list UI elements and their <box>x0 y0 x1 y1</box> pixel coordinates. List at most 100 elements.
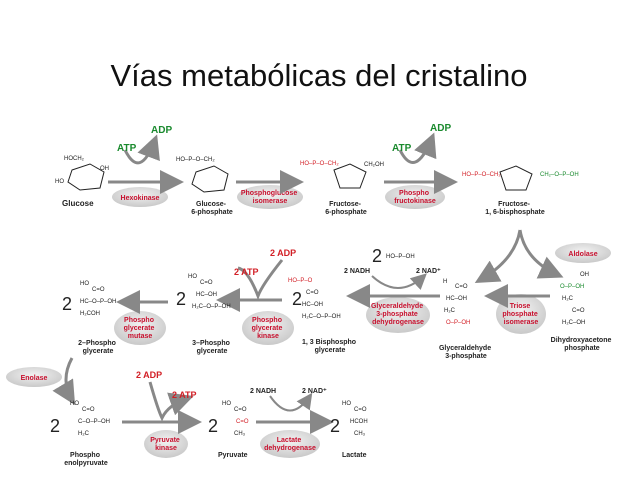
pg2-label: 2–Phospho glycerate <box>78 340 118 355</box>
fructose-bisphosphate-label: Fructose- 1, 6-bisphosphate <box>485 201 545 216</box>
adp-atp-arrow-row3 <box>148 381 194 422</box>
svg-text:Phospho fructokinase: Phospho fructokinase <box>394 190 436 205</box>
bpg-label: 1, 3 Bisphospho glycerate <box>302 339 358 354</box>
svg-text:HC–O–P–OH: HC–O–P–OH <box>80 299 116 305</box>
svg-text:H₂COH: H₂COH <box>80 311 100 317</box>
adp-label-1: ADP <box>151 125 172 136</box>
nadh-nad-arrow-row3 <box>269 392 313 412</box>
aldolase-split-arrow-left <box>474 229 522 283</box>
svg-text:H₂C–O–P–OH: H₂C–O–P–OH <box>192 304 231 310</box>
svg-text:H₂C–O–P–OH: H₂C–O–P–OH <box>302 314 341 320</box>
svg-text:O–P–OH: O–P–OH <box>560 284 584 290</box>
two-atp-label-row2: 2 ATP <box>234 267 259 277</box>
nadh-label-row2: 2 NADH <box>344 268 370 275</box>
svg-text:H₂C: H₂C <box>444 308 456 314</box>
glucose-structure: HOCH₂ HO OH <box>55 156 109 191</box>
svg-text:HO: HO <box>80 281 89 287</box>
pgm-enzyme: Phospho glycerate mutase <box>114 311 166 345</box>
pg3-structure: HOC=O HC–OH H₂C–O–P–OH <box>188 274 231 310</box>
coefficient-pyruvate: 2 <box>208 416 218 436</box>
svg-text:HC–OH: HC–OH <box>446 296 467 302</box>
svg-text:HO: HO <box>70 401 79 407</box>
svg-text:C=O: C=O <box>92 287 105 293</box>
svg-text:C=O: C=O <box>236 419 249 425</box>
two-atp-label-row3: 2 ATP <box>172 390 197 400</box>
svg-text:HO–P–O: HO–P–O <box>288 278 313 284</box>
adp-atp-arrow-row2 <box>237 259 284 301</box>
svg-text:Phosphoglucose isomerase: Phosphoglucose isomerase <box>241 190 299 205</box>
hexokinase-enzyme: Hexokinase <box>112 187 168 207</box>
adp-label-2: ADP <box>430 123 451 134</box>
fructose-6-phosphate-structure: HO–P–O–CH₂ CH₂OH <box>300 161 384 189</box>
slide-title: Vías metabólicas del cristalino <box>110 58 528 93</box>
two-adp-label-row3: 2 ADP <box>136 370 162 380</box>
coefficient-pg3: 2 <box>176 289 186 309</box>
aldolase-split-arrow-right <box>518 229 564 279</box>
svg-text:C=O: C=O <box>306 290 319 296</box>
svg-text:C=O: C=O <box>234 407 247 413</box>
dhap-label: Dihydroxyacetone phosphate <box>551 337 614 352</box>
svg-text:Aldolase: Aldolase <box>568 251 597 258</box>
svg-text:Pyruvate kinase: Pyruvate kinase <box>150 437 182 452</box>
gap-label: Glyceraldehyde 3-phosphate <box>439 345 493 360</box>
atp-label-2: ATP <box>392 143 412 154</box>
svg-text:Lactate dehydrogenase: Lactate dehydrogenase <box>264 437 316 452</box>
svg-text:H₂C: H₂C <box>562 296 574 302</box>
svg-text:H: H <box>443 279 447 285</box>
svg-text:C=O: C=O <box>455 284 468 290</box>
gap-structure: H C=O HC–OH H₂C O–P–OH <box>443 279 470 326</box>
hexokinase-label: Hexokinase <box>121 195 160 202</box>
glucose-6-phosphate-structure: HO–P–O–CH₂ <box>176 157 229 193</box>
nadh-label-row3: 2 NADH <box>250 388 276 395</box>
svg-text:Enolase: Enolase <box>21 375 48 382</box>
dhap-structure: OH O–P–OH H₂C C=O H₂C–OH <box>560 272 589 326</box>
enolase-arrow <box>52 357 76 406</box>
fructose-bisphosphate-structure: HO–P–O–CH₂ CH₂–O–P–OH <box>462 165 579 191</box>
coefficient-bpg: 2 <box>292 289 302 309</box>
pgk-enzyme: Phospho glycerate kinase <box>242 311 294 345</box>
svg-text:Phospho glycerate: Phospho glycerate mutase <box>124 317 157 340</box>
svg-text:C=O: C=O <box>82 407 95 413</box>
svg-text:HO: HO <box>222 401 231 407</box>
coefficient-pep: 2 <box>50 416 60 436</box>
triose-phosphate-isomerase-enzyme: Triose phosphate isomerase <box>496 294 546 334</box>
atp-to-adp-arrow-1 <box>123 134 160 165</box>
lactate-label: Lactate <box>342 452 367 459</box>
nad-label-row2: 2 NAD⁺ <box>416 268 441 275</box>
svg-text:HCOH: HCOH <box>350 419 368 425</box>
two-adp-label-row2: 2 ADP <box>270 248 296 258</box>
svg-text:C=O: C=O <box>572 308 585 314</box>
pep-structure: HOC=O C–O–P–OH H₂C <box>70 401 110 437</box>
coefficient-pg2: 2 <box>62 294 72 314</box>
atp-label-1: ATP <box>117 143 137 154</box>
svg-text:OH: OH <box>100 166 109 172</box>
svg-text:H₂C–OH: H₂C–OH <box>562 320 585 326</box>
svg-text:HC–OH: HC–OH <box>196 292 217 298</box>
svg-text:HO: HO <box>342 401 351 407</box>
svg-text:Triose phosphate i: Triose phosphate isomerase <box>502 303 539 326</box>
pyruvate-kinase-enzyme: Pyruvate kinase <box>144 430 188 458</box>
svg-text:HO–P–O–CH₂: HO–P–O–CH₂ <box>462 172 501 178</box>
nadh-nad-arrow-row2 <box>371 273 427 291</box>
pg2-structure: HOC=O HC–O–P–OH H₂COH <box>80 281 116 317</box>
svg-text:H₂C: H₂C <box>78 431 90 437</box>
lactate-structure: HOC=O HCOH CH₃ <box>342 401 368 437</box>
pyruvate-label: Pyruvate <box>218 452 248 459</box>
nad-label-row3: 2 NAD⁺ <box>302 388 327 395</box>
svg-text:HO: HO <box>55 179 64 185</box>
phosphoglucose-isomerase-enzyme: Phosphoglucose isomerase <box>237 185 303 209</box>
atp-to-adp-arrow-2 <box>398 132 437 164</box>
coefficient-lactate: 2 <box>330 416 340 436</box>
svg-text:HO: HO <box>188 274 197 280</box>
aldolase-enzyme: Aldolase <box>555 243 611 263</box>
svg-text:O–P–OH: O–P–OH <box>446 320 470 326</box>
svg-text:CH₃: CH₃ <box>354 431 366 437</box>
svg-text:C=O: C=O <box>200 280 213 286</box>
svg-text:HC–OH: HC–OH <box>302 302 323 308</box>
pep-label: Phospho enolpyruvate <box>64 452 108 467</box>
svg-text:CH₃: CH₃ <box>234 431 246 437</box>
svg-text:HOCH₂: HOCH₂ <box>64 156 85 162</box>
svg-text:Glyceraldehyde 3-phospha: Glyceraldehyde 3-phosphate dehydrogenase <box>371 303 425 326</box>
svg-text:CH₂–O–P–OH: CH₂–O–P–OH <box>540 172 579 178</box>
